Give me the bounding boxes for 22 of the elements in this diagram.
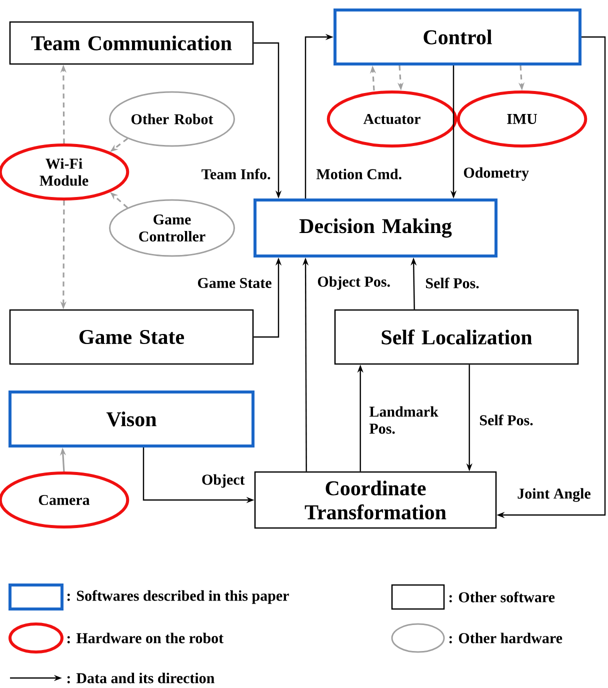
software-box: Decision Making [254,198,498,258]
software-box: Coordinate Transformation [254,471,497,529]
software-box: Self Localization [334,309,579,365]
software-box: Team Communication [9,21,254,65]
edge-label: Joint Angle [516,487,592,503]
legend-label: : Hardware on the robot [67,632,224,644]
edge-label: Self Pos. [424,276,480,290]
software-box: Control [334,8,582,66]
legend-label: : Other hardware [449,632,562,644]
edge-label: Odometry [462,166,530,182]
legend-label: : Data and its direction [67,672,214,684]
edge-label: Object [200,473,246,489]
edge-label: Motion Cmd. [315,168,404,180]
legend-label: : Other software [449,592,555,602]
edge-label: Team Info. [200,168,272,180]
edge-label: Object Pos. [316,275,392,291]
edge-label: Landmark Pos. [368,405,438,435]
edge-label: Game State [196,276,273,290]
legend-label: : Softwares described in this paper [67,590,289,604]
software-box: Game State [9,309,254,365]
software-box: Vison [8,390,254,448]
edge-label: Self Pos. [478,414,534,426]
